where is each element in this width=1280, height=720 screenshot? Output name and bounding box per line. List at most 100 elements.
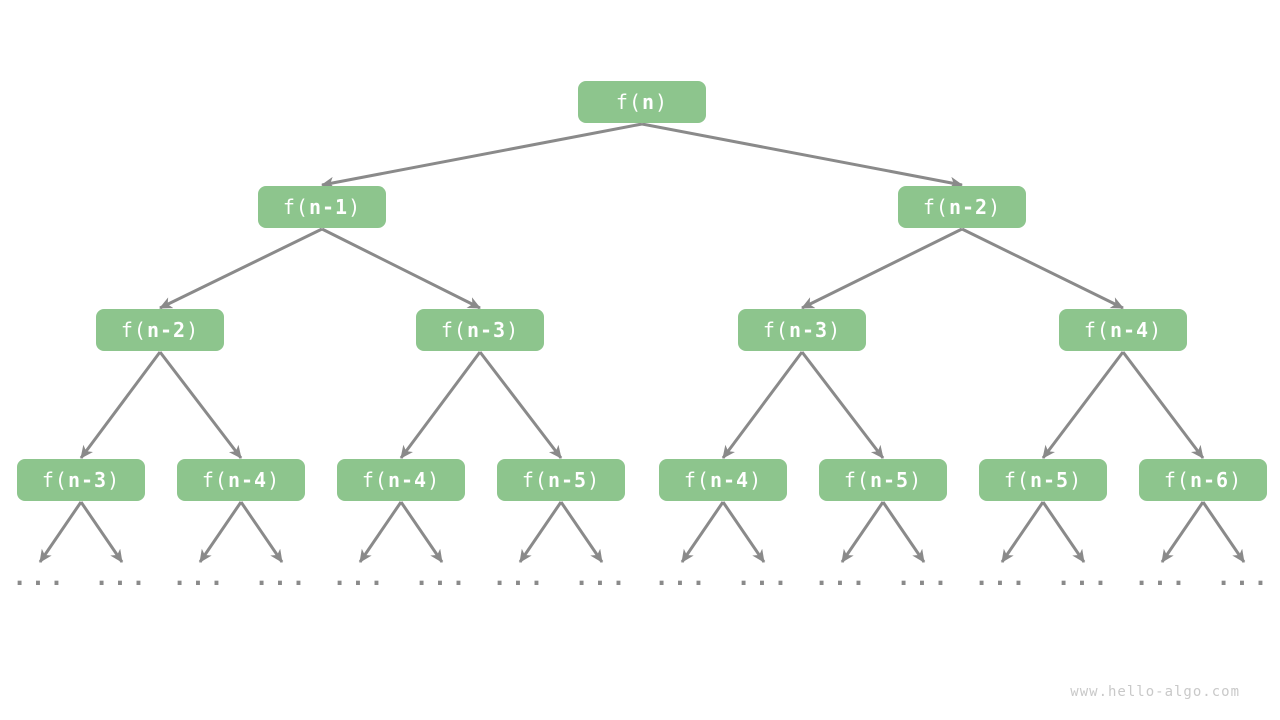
edge — [358, 501, 403, 563]
ellipsis-leaf: ... — [896, 563, 952, 591]
tree-node: f(n-4) — [659, 459, 787, 501]
edge — [321, 227, 481, 310]
edge — [399, 501, 444, 563]
node-label-post: ) — [107, 468, 121, 492]
node-label-core: n-2 — [948, 195, 989, 219]
node-label-core: n-3 — [466, 318, 507, 342]
ellipsis-leaf: ... — [1216, 563, 1272, 591]
node-label-pre: f( — [440, 318, 467, 342]
ellipsis-leaf: ... — [1134, 563, 1190, 591]
node-label-core: n-3 — [67, 468, 108, 492]
ellipsis-leaf: ... — [1056, 563, 1112, 591]
node-label-core: n-5 — [547, 468, 588, 492]
node-label-pre: f( — [843, 468, 870, 492]
edge — [198, 501, 243, 563]
ellipsis-leaf: ... — [736, 563, 792, 591]
edge — [518, 501, 563, 563]
node-label-post: ) — [749, 468, 763, 492]
tree-node: f(n-2) — [898, 186, 1026, 228]
node-label-pre: f( — [683, 468, 710, 492]
ellipsis-leaf: ... — [254, 563, 310, 591]
node-label-pre: f( — [615, 90, 642, 114]
tree-node: f(n-3) — [416, 309, 544, 351]
tree-node: f(n-5) — [819, 459, 947, 501]
ellipsis-leaf: ... — [974, 563, 1030, 591]
node-label-core: n-5 — [1029, 468, 1070, 492]
node-label-post: ) — [1149, 318, 1163, 342]
node-label-pre: f( — [1003, 468, 1030, 492]
node-label-post: ) — [655, 90, 669, 114]
node-label-post: ) — [909, 468, 923, 492]
edge — [1160, 501, 1205, 563]
node-label-pre: f( — [361, 468, 388, 492]
tree-node: f(n-6) — [1139, 459, 1267, 501]
tree-node: f(n-3) — [738, 309, 866, 351]
edge — [961, 227, 1124, 310]
node-label-post: ) — [828, 318, 842, 342]
node-label-core: n-4 — [387, 468, 428, 492]
edge — [38, 501, 83, 563]
ellipsis-leaf: ... — [12, 563, 68, 591]
node-label-pre: f( — [1083, 318, 1110, 342]
node-label-pre: f( — [922, 195, 949, 219]
edge — [478, 351, 563, 459]
edge — [158, 351, 243, 459]
node-label-post: ) — [186, 318, 200, 342]
ellipsis-leaf: ... — [332, 563, 388, 591]
ellipsis-leaf: ... — [654, 563, 710, 591]
ellipsis-leaf: ... — [94, 563, 150, 591]
watermark: www.hello-algo.com — [1070, 684, 1240, 700]
node-label-pre: f( — [41, 468, 68, 492]
edge — [79, 351, 162, 459]
node-label-core: n-2 — [146, 318, 187, 342]
node-label-post: ) — [1229, 468, 1243, 492]
node-label-pre: f( — [120, 318, 147, 342]
edge — [1041, 351, 1125, 459]
tree-node-root: f(n) — [578, 81, 706, 123]
edge — [321, 122, 643, 189]
tree-node: f(n-4) — [177, 459, 305, 501]
ellipsis-leaf: ... — [492, 563, 548, 591]
node-label-core: n-6 — [1189, 468, 1230, 492]
node-label-pre: f( — [282, 195, 309, 219]
node-label-core: n — [642, 90, 656, 114]
node-label-core: n-4 — [227, 468, 268, 492]
edge — [721, 501, 766, 563]
tree-node: f(n-1) — [258, 186, 386, 228]
node-label-post: ) — [267, 468, 281, 492]
node-label-core: n-4 — [1109, 318, 1150, 342]
edge — [641, 122, 963, 189]
edge — [881, 501, 926, 563]
node-label-core: n-3 — [788, 318, 829, 342]
ellipsis-leaf: ... — [574, 563, 630, 591]
edge — [239, 501, 284, 563]
node-label-pre: f( — [1163, 468, 1190, 492]
node-label-post: ) — [348, 195, 362, 219]
edge — [840, 501, 885, 563]
node-label-post: ) — [587, 468, 601, 492]
node-label-post: ) — [427, 468, 441, 492]
edge — [721, 351, 804, 459]
ellipsis-leaf: ... — [414, 563, 470, 591]
ellipsis-leaf: ... — [814, 563, 870, 591]
tree-node: f(n-4) — [337, 459, 465, 501]
edge — [1121, 351, 1205, 459]
edge — [1000, 501, 1045, 563]
node-label-core: n-1 — [308, 195, 349, 219]
edge — [800, 351, 885, 459]
edge — [680, 501, 725, 563]
node-label-post: ) — [506, 318, 520, 342]
node-label-pre: f( — [762, 318, 789, 342]
node-label-core: n-5 — [869, 468, 910, 492]
tree-node: f(n-5) — [979, 459, 1107, 501]
edge — [1201, 501, 1246, 563]
edge — [79, 501, 124, 563]
edge — [1041, 501, 1086, 563]
edge — [159, 227, 323, 310]
ellipsis-leaf: ... — [172, 563, 228, 591]
node-label-core: n-4 — [709, 468, 750, 492]
node-label-post: ) — [1069, 468, 1083, 492]
edge — [801, 227, 963, 310]
node-label-pre: f( — [521, 468, 548, 492]
tree-node: f(n-3) — [17, 459, 145, 501]
